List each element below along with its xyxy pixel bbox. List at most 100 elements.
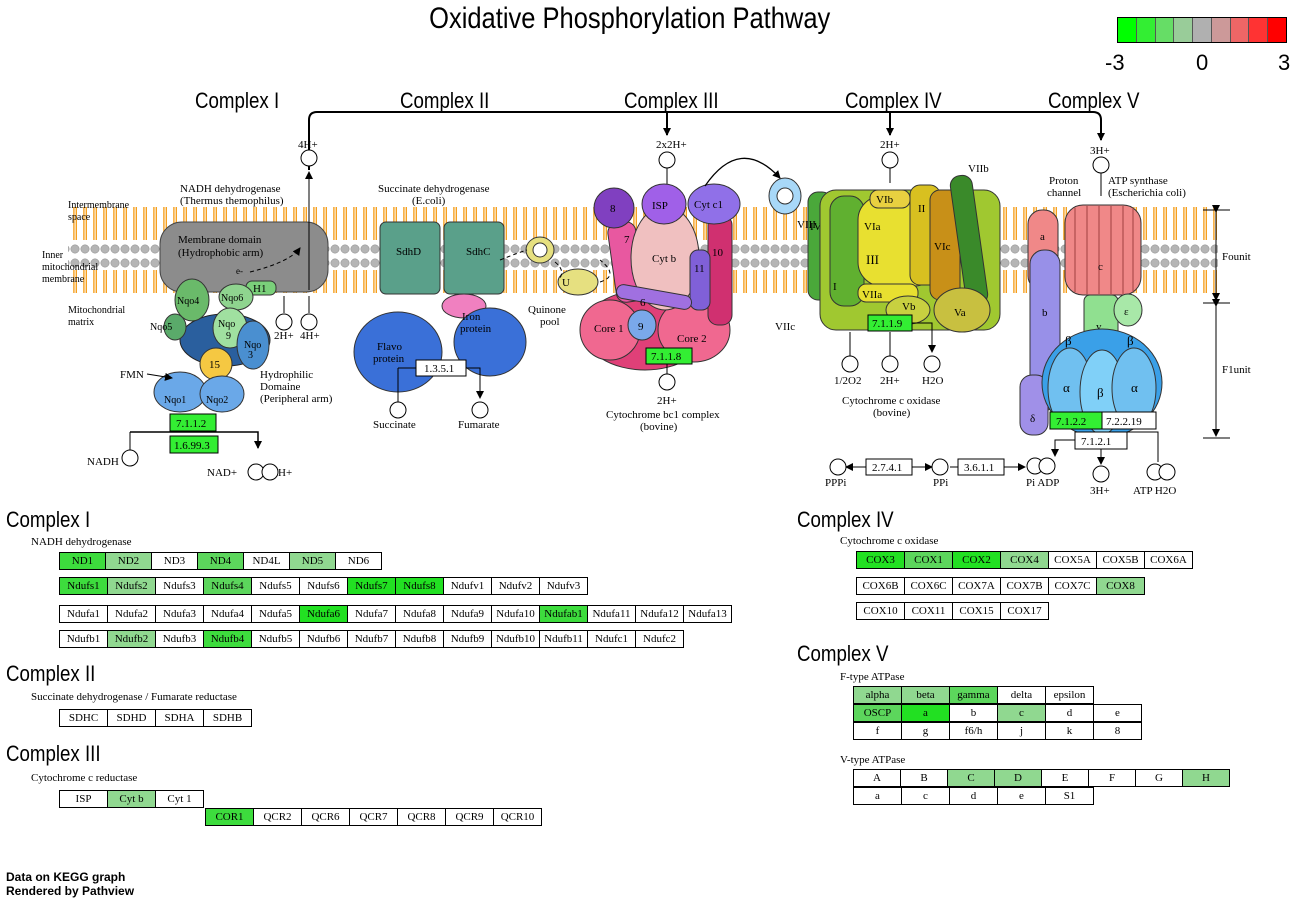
legend-mid-label: 0: [1196, 50, 1209, 75]
svg-text:ATP synthase: ATP synthase: [1108, 175, 1168, 187]
svg-text:membrane: membrane: [42, 274, 85, 285]
gene-cell: e: [1093, 704, 1142, 722]
gene-cell: Ndufb7: [347, 630, 396, 648]
svg-text:channel: channel: [1047, 187, 1081, 199]
svg-text:β: β: [1097, 385, 1104, 400]
header-complex-iv: Complex IV: [845, 88, 942, 113]
gene-cell: Ndufa10: [491, 605, 540, 623]
svg-text:Inner: Inner: [42, 250, 64, 261]
svg-text:III: III: [866, 252, 879, 267]
gene-cell: D: [994, 769, 1042, 787]
svg-text:7.1.2.1: 7.1.2.1: [1081, 436, 1111, 448]
gene-cell: Ndufb4: [203, 630, 252, 648]
gene-cell: ND3: [151, 552, 198, 570]
gene-cell: COX2: [952, 551, 1001, 569]
svg-text:VIb: VIb: [876, 194, 894, 206]
gene-cell: COR1: [205, 808, 254, 826]
svg-text:7.1.2.2: 7.1.2.2: [1056, 416, 1086, 428]
svg-text:2H+: 2H+: [274, 330, 294, 342]
gene-cell: Ndufs1: [59, 577, 108, 595]
footer-rendered-note: Rendered by Pathview: [6, 884, 135, 898]
gene-cell: COX17: [1000, 602, 1049, 620]
gene-cell: Ndufv2: [491, 577, 540, 595]
svg-text:(E.coli): (E.coli): [412, 195, 446, 207]
svg-text:9: 9: [226, 331, 231, 342]
legend-swatch: [1192, 18, 1211, 42]
gene-cell: epsilon: [1045, 686, 1094, 704]
svg-text:VIa: VIa: [864, 221, 881, 233]
gene-cell: COX1: [904, 551, 953, 569]
svg-text:e-: e-: [236, 266, 243, 276]
gene-cell: Ndufb9: [443, 630, 492, 648]
gene-cell: b: [949, 704, 998, 722]
complex-i-diagram: NADH dehydrogenase (Thermus themophilus)…: [87, 139, 333, 481]
gene-cell: Ndufa7: [347, 605, 396, 623]
svg-text:F1unit: F1unit: [1222, 364, 1251, 376]
gene-cell: f: [853, 722, 902, 740]
gene-cell: a: [853, 787, 902, 805]
gene-cell: ND5: [289, 552, 336, 570]
svg-text:Mitochondrial: Mitochondrial: [68, 305, 125, 316]
gene-cell: COX5A: [1048, 551, 1097, 569]
svg-text:H2O: H2O: [922, 375, 943, 387]
svg-text:(Peripheral arm): (Peripheral arm): [260, 393, 333, 405]
svg-text:Cytochrome bc1 complex: Cytochrome bc1 complex: [606, 409, 720, 421]
svg-text:pool: pool: [540, 316, 560, 328]
svg-text:11: 11: [694, 263, 705, 275]
gene-cell: ND1: [59, 552, 106, 570]
svg-text:U: U: [562, 277, 570, 289]
gene-cell: H: [1182, 769, 1230, 787]
gene-cell: COX8: [1096, 577, 1145, 595]
gene-cell: COX7B: [1000, 577, 1049, 595]
svg-text:Membrane domain: Membrane domain: [178, 234, 262, 246]
svg-text:α: α: [1063, 380, 1070, 395]
gene-cell: Ndufa6: [299, 605, 348, 623]
legend-swatch: [1135, 18, 1155, 42]
gene-cell: SDHB: [203, 709, 252, 727]
gene-cell: ND6: [335, 552, 382, 570]
svg-text:ISP: ISP: [652, 200, 668, 212]
gene-cell: Ndufs2: [107, 577, 156, 595]
subtitle-succinate-dh: Succinate dehydrogenase / Fumarate reduc…: [31, 691, 237, 703]
svg-text:H+: H+: [278, 467, 292, 479]
subtitle-nadh-dh: NADH dehydrogenase: [31, 536, 132, 548]
svg-text:2H+: 2H+: [880, 139, 900, 151]
gene-cell: Ndufb11: [539, 630, 588, 648]
gene-cell: Ndufb5: [251, 630, 300, 648]
subtitle-v-type-atpase: V-type ATPase: [840, 754, 906, 766]
svg-text:2H+: 2H+: [880, 375, 900, 387]
svg-text:β: β: [1127, 333, 1134, 348]
section-header-complex-iv: Complex IV: [797, 507, 894, 532]
svg-text:6: 6: [640, 297, 646, 309]
legend-swatch: [1210, 18, 1230, 42]
gene-cell: A: [853, 769, 901, 787]
svg-text:1/2O2: 1/2O2: [834, 375, 862, 387]
gene-cell: ND4: [197, 552, 244, 570]
svg-text:Va: Va: [954, 307, 966, 319]
gene-cell: Ndufb10: [491, 630, 540, 648]
svg-text:(bovine): (bovine): [873, 407, 911, 419]
subtitle-f-type-atpase: F-type ATPase: [840, 671, 905, 683]
svg-text:(Hydrophobic arm): (Hydrophobic arm): [178, 247, 264, 259]
svg-text:PPi: PPi: [933, 477, 948, 489]
subtitle-cyt-c-reductase: Cytochrome c reductase: [31, 772, 138, 784]
svg-text:15: 15: [209, 359, 221, 371]
gene-cell: k: [1045, 722, 1094, 740]
legend-swatch: [1267, 18, 1287, 42]
gene-cell: beta: [901, 686, 950, 704]
gene-cell: Ndufs5: [251, 577, 300, 595]
svg-text:space: space: [68, 212, 91, 223]
gene-cell: Ndufb1: [59, 630, 108, 648]
gene-cell: SDHD: [107, 709, 156, 727]
gene-cell: alpha: [853, 686, 902, 704]
svg-text:VIIa: VIIa: [862, 289, 882, 301]
svg-text:7.1.1.9: 7.1.1.9: [872, 318, 903, 330]
